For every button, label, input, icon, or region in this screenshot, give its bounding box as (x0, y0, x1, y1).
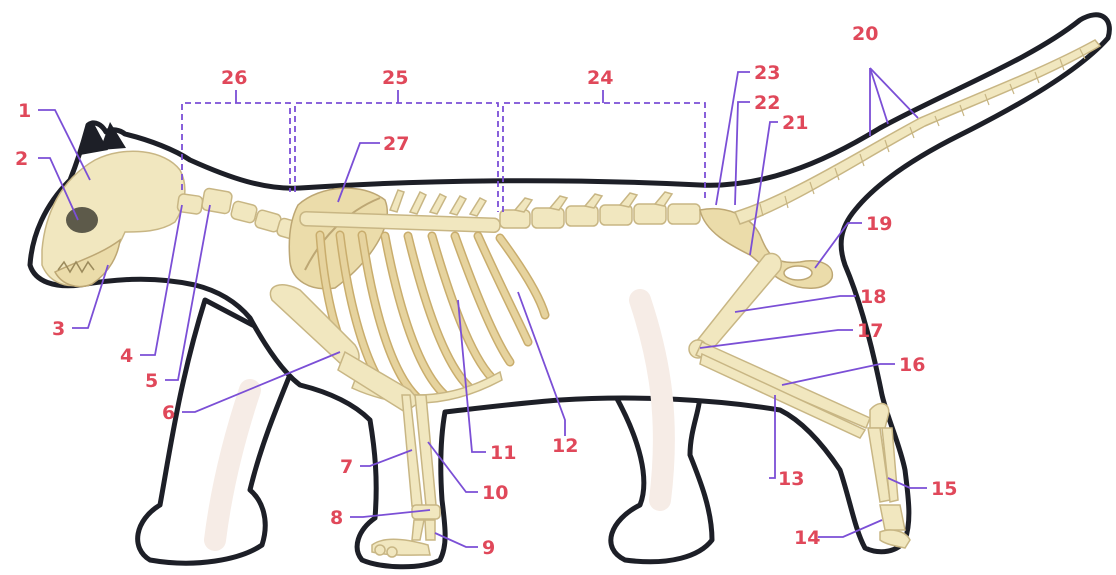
label-25: 25 (382, 67, 408, 89)
label-11: 11 (490, 442, 516, 464)
label-18: 18 (860, 286, 886, 308)
label-17: 17 (857, 320, 883, 342)
label-7: 7 (340, 456, 353, 478)
label-13: 13 (778, 468, 804, 490)
label-6: 6 (162, 402, 175, 424)
label-27: 27 (383, 133, 409, 155)
label-1: 1 (18, 100, 31, 122)
label-9: 9 (482, 537, 495, 559)
label-20: 20 (852, 23, 878, 45)
label-23: 23 (754, 62, 780, 84)
obturator-foramen (784, 266, 812, 280)
label-26: 26 (221, 67, 247, 89)
label-8: 8 (330, 507, 343, 529)
label-16: 16 (899, 354, 925, 376)
label-14: 14 (794, 527, 820, 549)
label-19: 19 (866, 213, 892, 235)
label-4: 4 (120, 345, 133, 367)
label-12: 12 (552, 435, 578, 457)
label-5: 5 (145, 370, 158, 392)
label-2: 2 (15, 148, 28, 170)
label-24: 24 (587, 67, 613, 89)
label-22: 22 (754, 92, 780, 114)
label-21: 21 (782, 112, 808, 134)
eye-orbit (66, 207, 98, 233)
label-3: 3 (52, 318, 65, 340)
label-15: 15 (931, 478, 957, 500)
label-10: 10 (482, 482, 508, 504)
